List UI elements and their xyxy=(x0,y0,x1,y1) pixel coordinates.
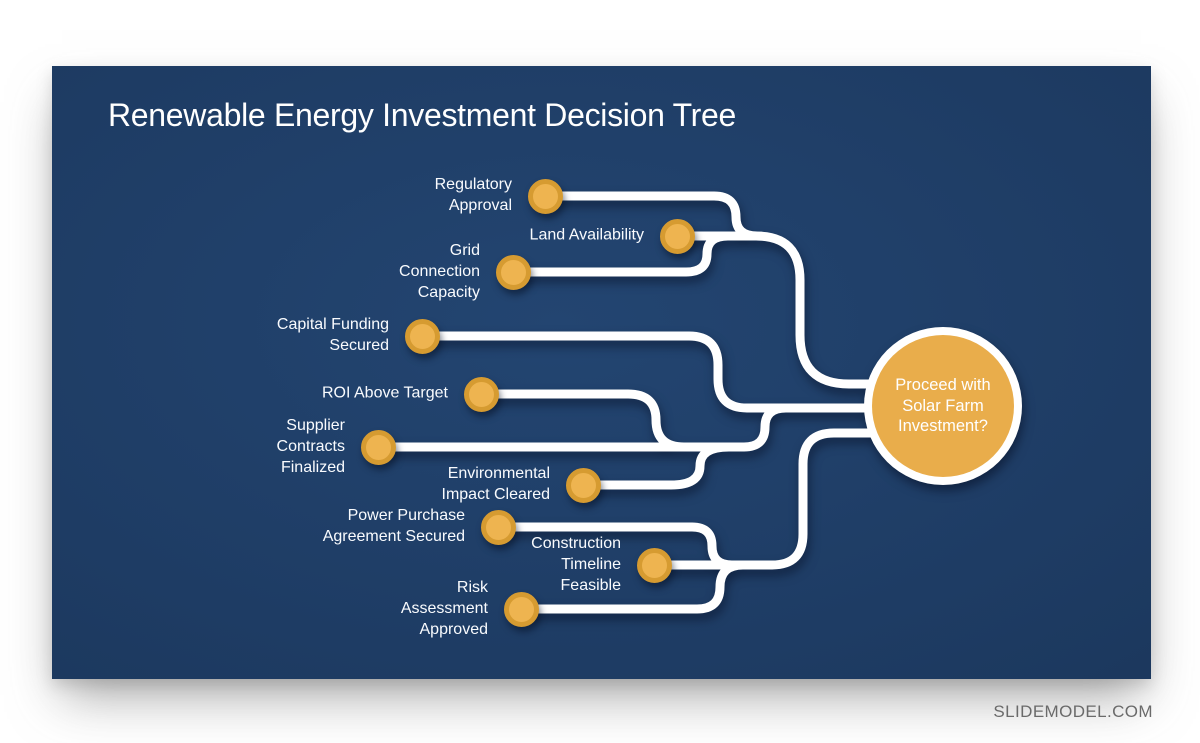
label-capital-funding-secured: Capital Funding Secured xyxy=(276,316,389,354)
connector-capital-funding-main xyxy=(422,331,908,413)
label-grid-connection-capacity: Grid Connection Capacity xyxy=(399,241,480,301)
connector-top-branch-main xyxy=(677,231,908,389)
connector-bottom-branch-main xyxy=(654,428,908,570)
node-roi-above-target xyxy=(463,376,499,412)
label-land-availability: Land Availability xyxy=(529,226,644,244)
label-risk-assessment-approved: Risk Assessment Approved xyxy=(400,578,488,638)
center-circle xyxy=(872,335,1014,477)
node-risk-assessment-approved xyxy=(503,591,539,627)
node-construction-timeline-feasible xyxy=(636,547,672,583)
center-question: Proceed with Solar Farm Investment? xyxy=(895,376,991,436)
label-supplier-contracts-finalized: Supplier Contracts Finalized xyxy=(276,416,345,476)
node-regulatory-approval xyxy=(527,178,563,214)
slide-title: Renewable Energy Investment Decision Tre… xyxy=(108,97,737,133)
label-power-purchase-agreement-secured: Power Purchase Agreement Secured xyxy=(322,507,465,545)
label-environmental-impact-cleared: Environmental Impact Cleared xyxy=(441,465,551,503)
label-regulatory-approval: Regulatory Approval xyxy=(434,176,512,214)
node-power-purchase-agreement-secured xyxy=(480,509,516,545)
watermark: SLIDEMODEL.COM xyxy=(993,702,1153,721)
node-land-availability xyxy=(659,218,695,254)
node-capital-funding-secured xyxy=(404,318,440,354)
label-roi-above-target: ROI Above Target xyxy=(322,384,448,402)
label-construction-timeline-feasible: Construction Timeline Feasible xyxy=(531,534,621,594)
node-supplier-contracts-finalized xyxy=(360,429,396,465)
node-grid-connection-capacity xyxy=(495,254,531,290)
connector-supplier-contracts-main xyxy=(378,403,787,452)
connector-environmental-impact xyxy=(583,442,730,490)
slide: Renewable Energy Investment Decision Tre… xyxy=(52,66,1151,679)
node-environmental-impact-cleared xyxy=(565,467,601,503)
connector-roi-above-target xyxy=(481,389,685,452)
decision-tree-connectors xyxy=(378,191,1022,614)
